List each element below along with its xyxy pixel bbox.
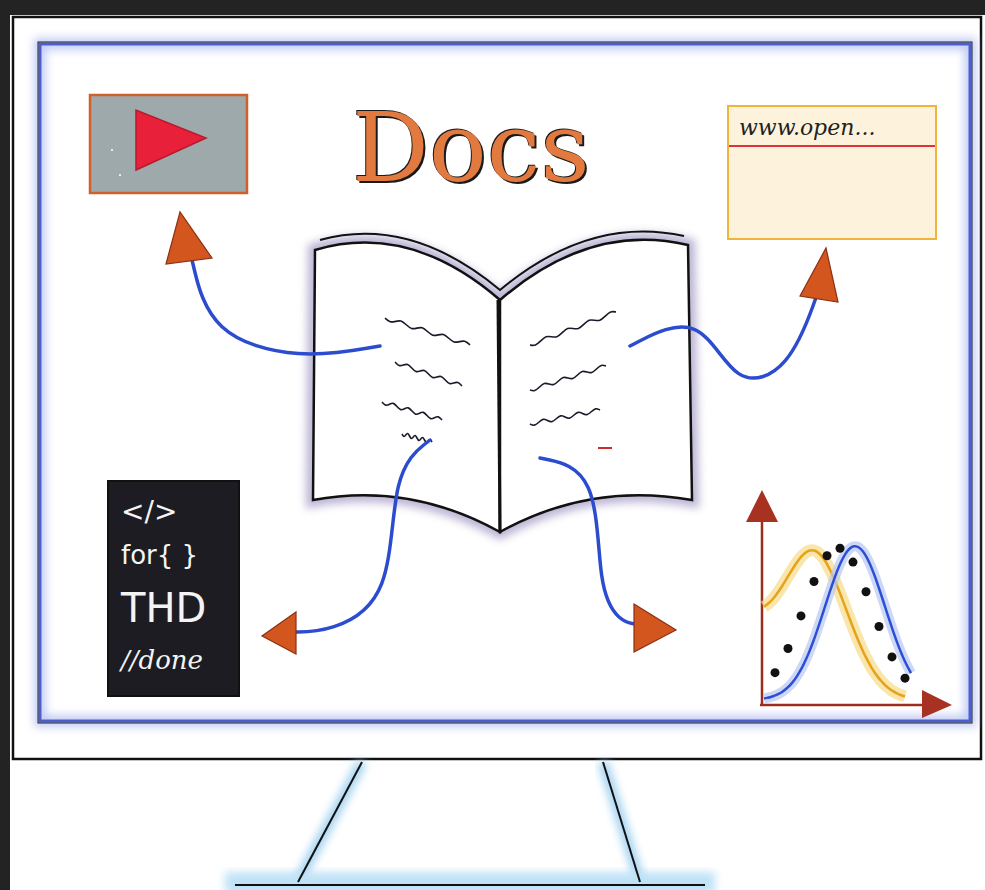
title: Docs [352, 92, 590, 204]
code-comment: //done [121, 638, 226, 682]
paper-ground [10, 15, 985, 890]
blue-curve [764, 546, 911, 698]
data-point [901, 674, 910, 683]
arrow-head [800, 248, 838, 302]
data-point [888, 652, 897, 661]
open-book [313, 231, 692, 532]
arrow-head [166, 212, 212, 264]
screen-border [40, 44, 970, 721]
data-point [836, 544, 845, 553]
text-scribble [385, 318, 470, 345]
data-point [875, 622, 884, 631]
arrow-head [262, 612, 296, 654]
code-line: for{ } [121, 532, 226, 578]
url-text: www.open... [739, 113, 925, 143]
text-scribble [382, 402, 442, 420]
code-line: THD [121, 578, 226, 638]
screen-glow [40, 44, 970, 721]
data-point [810, 577, 819, 586]
address-bar-rule [729, 145, 935, 147]
data-point [862, 587, 871, 596]
code-panel: </>for{ }THD//done [107, 480, 240, 697]
text-scribble [395, 362, 462, 386]
flow-arrows [166, 212, 838, 654]
browser-window: www.open... [727, 105, 937, 240]
arrow-line [292, 440, 430, 632]
data-point [823, 551, 832, 560]
arrow-line [192, 260, 380, 354]
text-scribble [530, 409, 600, 425]
text-scribble [530, 365, 606, 390]
monitor-stand [225, 762, 715, 890]
arrow-head [634, 604, 676, 652]
data-point [784, 644, 793, 653]
text-scribble [530, 312, 616, 346]
monitor-frame [13, 17, 981, 759]
arrow-line [540, 458, 636, 624]
code-symbol: </> [121, 492, 226, 532]
data-point [797, 611, 806, 620]
data-point [849, 558, 858, 567]
curve-glow [764, 546, 911, 698]
bell-curve-chart [746, 490, 952, 718]
arrow-line [630, 292, 818, 378]
video-icon [90, 95, 247, 193]
data-point [771, 668, 780, 677]
screen-edge [38, 42, 972, 723]
